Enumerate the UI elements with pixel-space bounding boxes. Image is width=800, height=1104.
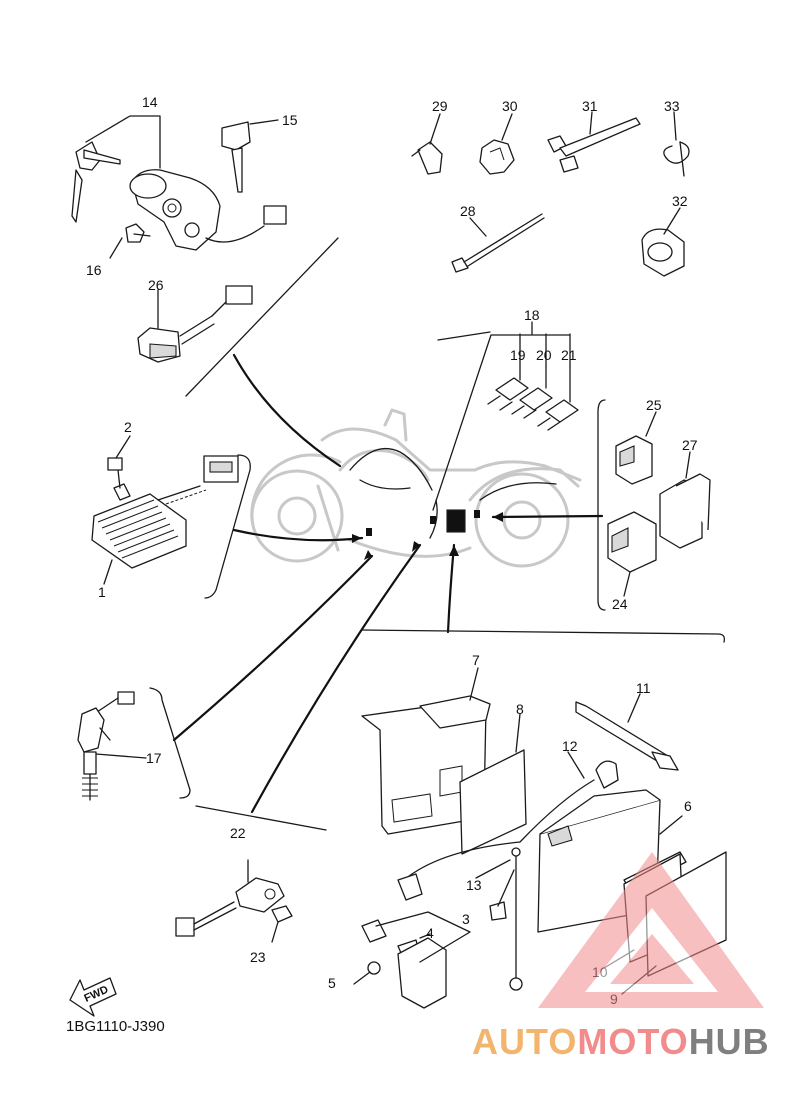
callout-numbers: 14 15 16 26 2 1 29 30 31 33 32 28 18 19 … <box>86 94 698 1007</box>
callout-13: 13 <box>466 877 482 893</box>
group-brackets <box>149 237 726 831</box>
callout-32: 32 <box>672 193 688 209</box>
leader-lines <box>172 334 604 814</box>
callout-27: 27 <box>682 437 698 453</box>
callout-33: 33 <box>664 98 680 114</box>
fuse-group <box>487 321 579 431</box>
callout-17: 17 <box>146 750 162 766</box>
watermark-part3: HUB <box>689 1021 770 1062</box>
callout-25: 25 <box>646 397 662 413</box>
callout-30: 30 <box>502 98 518 114</box>
sidestand-switch <box>77 691 147 801</box>
position-switch <box>175 859 293 943</box>
sensor-connector-26 <box>137 285 253 363</box>
callout-20: 20 <box>536 347 552 363</box>
warning-triangle-icon <box>538 852 764 1008</box>
callout-24: 24 <box>612 596 628 612</box>
callout-12: 12 <box>562 738 578 754</box>
callout-19: 19 <box>510 347 526 363</box>
callout-26: 26 <box>148 277 164 293</box>
callout-3: 3 <box>462 911 470 927</box>
callout-1: 1 <box>98 584 106 600</box>
small-hardware <box>411 111 690 277</box>
watermark-part1: AUTO <box>472 1021 577 1062</box>
callout-22: 22 <box>230 825 246 841</box>
callout-6: 6 <box>684 798 692 814</box>
callout-2: 2 <box>124 419 132 435</box>
part-code: 1BG1110-J390 <box>66 1018 165 1035</box>
relay-group <box>607 411 711 597</box>
callout-21: 21 <box>561 347 577 363</box>
fwd-arrow-icon: FWD <box>69 977 117 1017</box>
callout-5: 5 <box>328 975 336 991</box>
callout-31: 31 <box>582 98 598 114</box>
rectifier-regulator <box>91 435 239 585</box>
automotohub-watermark: AUTOMOTOHUB <box>472 852 770 1062</box>
callout-15: 15 <box>282 112 298 128</box>
callout-28: 28 <box>460 203 476 219</box>
watermark-text: AUTOMOTOHUB <box>472 1021 770 1062</box>
callout-7: 7 <box>472 652 480 668</box>
main-switch-assembly <box>71 115 287 259</box>
callout-18: 18 <box>524 307 540 323</box>
callout-14: 14 <box>142 94 158 110</box>
watermark-part2: MOTO <box>577 1021 688 1062</box>
callout-23: 23 <box>250 949 266 965</box>
callout-4: 4 <box>426 925 434 941</box>
callout-29: 29 <box>432 98 448 114</box>
callout-11: 11 <box>636 680 651 696</box>
callout-8: 8 <box>516 701 524 717</box>
callout-16: 16 <box>86 262 102 278</box>
